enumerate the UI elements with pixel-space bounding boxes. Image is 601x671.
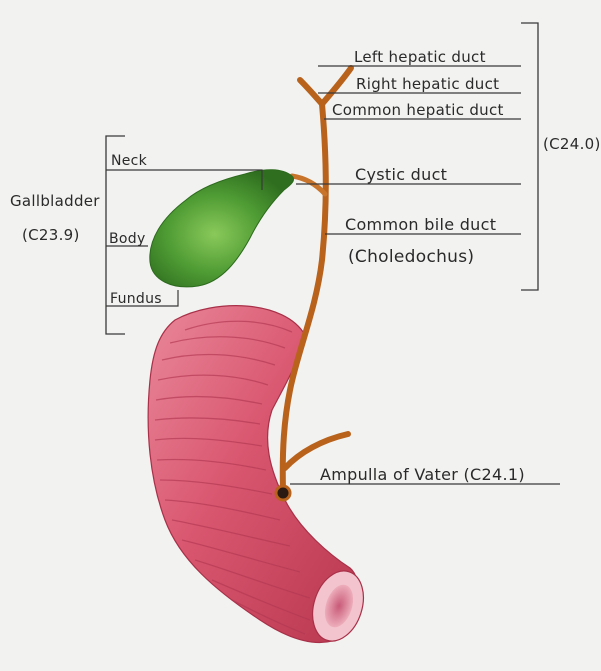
label-left-hepatic-duct: Left hepatic duct: [354, 48, 486, 66]
bracket-c24-0: [521, 23, 538, 290]
label-right-hepatic-duct: Right hepatic duct: [356, 75, 499, 93]
labels: Left hepatic duct Right hepatic duct Com…: [10, 48, 601, 484]
label-common-hepatic-duct: Common hepatic duct: [332, 101, 504, 119]
pancreatic-duct: [285, 434, 348, 468]
label-gallbladder: Gallbladder: [10, 192, 100, 210]
ampulla-opening: [276, 486, 290, 500]
cystic-duct: [292, 176, 325, 194]
label-neck: Neck: [111, 153, 148, 169]
label-ampulla-of-vater: Ampulla of Vater (C24.1): [320, 465, 525, 484]
label-choledochus: (Choledochus): [348, 247, 474, 267]
label-cystic-duct: Cystic duct: [355, 165, 447, 184]
left-hepatic-duct: [322, 68, 351, 104]
label-fundus: Fundus: [110, 291, 162, 307]
label-common-bile-duct: Common bile duct: [345, 215, 496, 234]
biliary-ducts: [276, 68, 351, 500]
label-body: Body: [109, 231, 146, 247]
right-hepatic-duct: [300, 80, 322, 104]
gallbladder: [150, 170, 294, 287]
common-bile-duct: [283, 104, 326, 490]
label-c24-0: (C24.0): [543, 135, 601, 153]
label-c23-9: (C23.9): [22, 226, 80, 244]
